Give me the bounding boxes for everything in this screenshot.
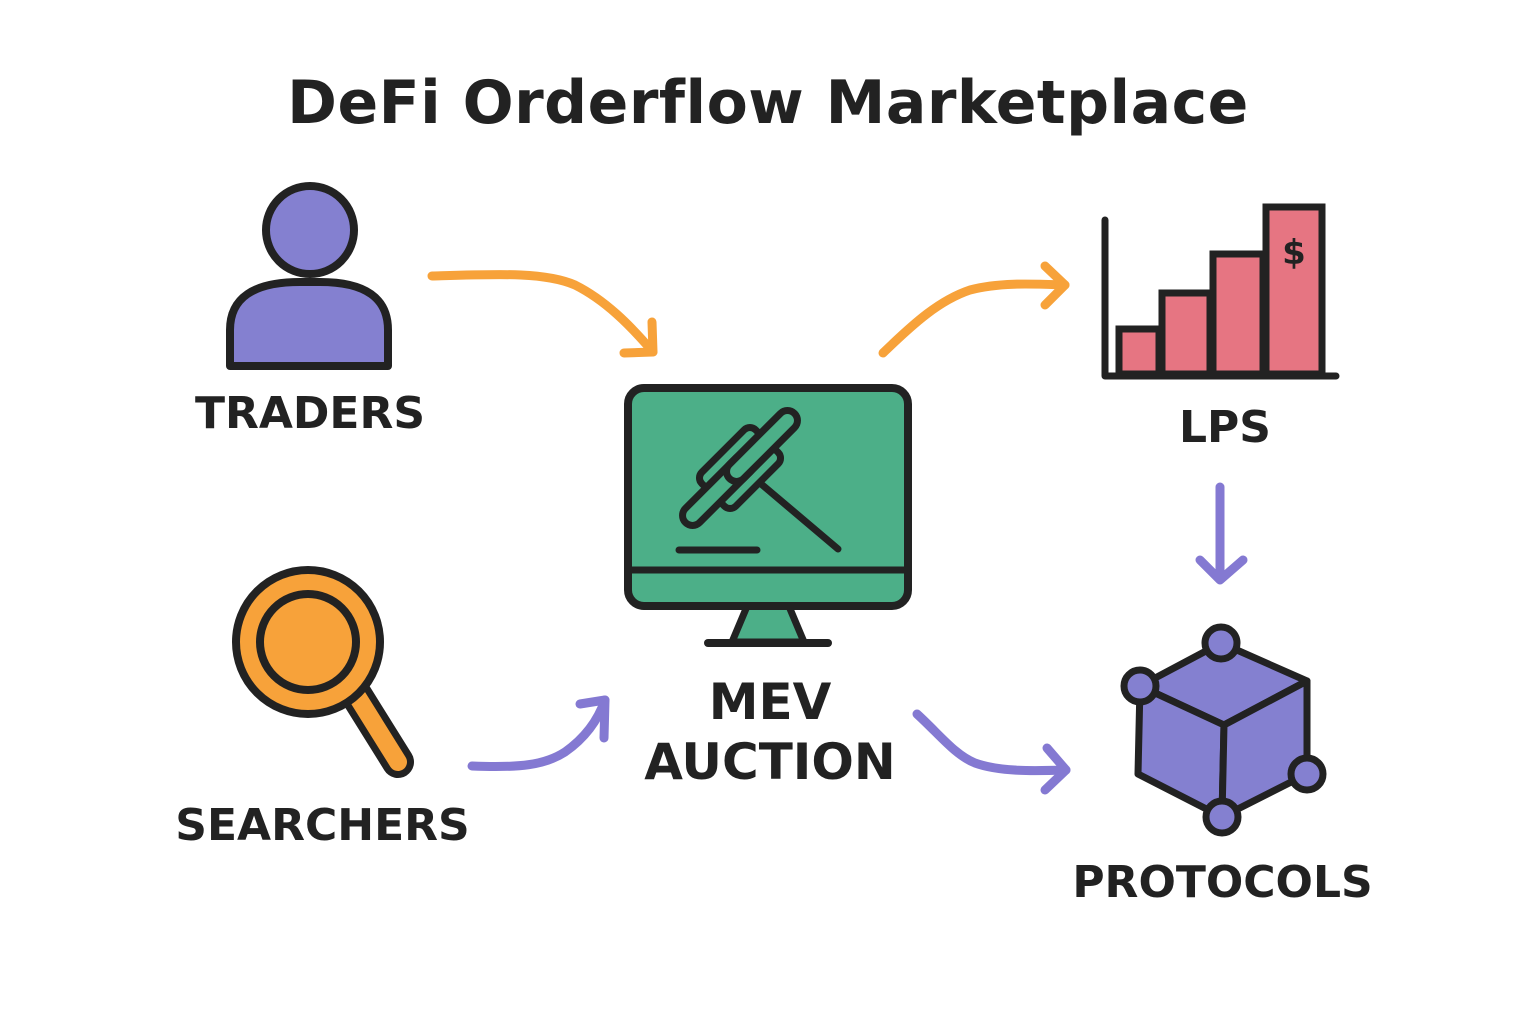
arrow-mev-to-lps xyxy=(878,261,1070,358)
mev-auction-label-line2: AUCTION xyxy=(644,733,896,791)
arrow-traders-to-mev xyxy=(427,270,658,358)
lps-label: LPS xyxy=(1179,402,1271,453)
protocols-label: PROTOCOLS xyxy=(1072,857,1373,908)
magnifier-icon xyxy=(232,566,414,778)
mev-auction-label: MEV AUCTION xyxy=(610,672,930,792)
monitor-gavel-icon xyxy=(624,384,912,647)
traders-label: TRADERS xyxy=(194,388,426,439)
mev-auction-label-line1: MEV xyxy=(708,673,832,731)
arrow-searchers-to-mev xyxy=(467,695,610,772)
arrow-lps-to-protocols xyxy=(1195,482,1248,585)
arrow-mev-to-protocols xyxy=(912,709,1071,795)
dollar-sign-icon: $ xyxy=(1282,233,1306,273)
gavel-icon xyxy=(679,407,842,553)
cube-network-icon xyxy=(1120,623,1327,837)
bar-chart-icon: $ xyxy=(1101,203,1340,380)
diagram-title: DeFi Orderflow Marketplace xyxy=(287,68,1249,138)
user-icon xyxy=(226,182,392,370)
searchers-label: SEARCHERS xyxy=(175,800,470,851)
